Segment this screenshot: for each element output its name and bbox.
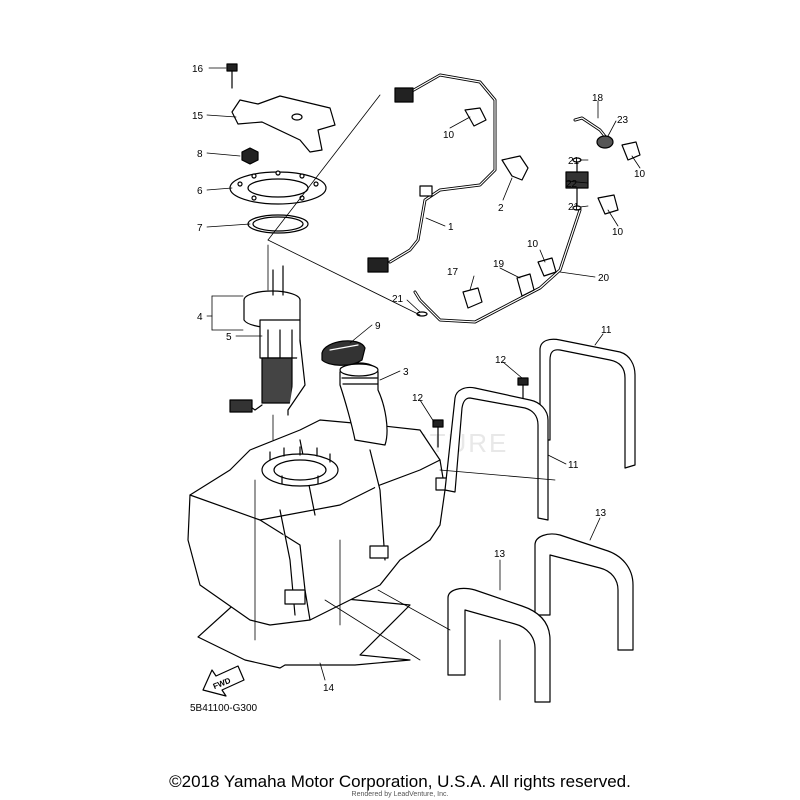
callout-12-b[interactable]: 12 — [412, 393, 424, 404]
part-10-clip-a[interactable] — [464, 107, 487, 127]
callout-23[interactable]: 23 — [617, 115, 629, 126]
part-1-fuel-hose[interactable] — [367, 73, 497, 273]
renderer-note: Rendered by LeadVenture, Inc. — [351, 791, 449, 798]
fwd-arrow-icon — [202, 665, 245, 697]
part-22-filter[interactable] — [565, 161, 589, 207]
part-18-hose[interactable] — [573, 116, 610, 142]
callout-21-c[interactable]: 21 — [392, 294, 404, 305]
callout-19[interactable]: 19 — [493, 259, 505, 270]
part-10-clip-c[interactable] — [597, 194, 619, 215]
callout-11-a[interactable]: 11 — [601, 325, 612, 336]
part-23-cap[interactable] — [596, 135, 614, 149]
callout-8[interactable]: 8 — [197, 149, 203, 160]
callout-labels: 16 15 8 6 7 4 5 9 3 1 10 2 18 23 21 22 2… — [192, 64, 646, 694]
callout-12-a[interactable]: 12 — [495, 355, 507, 366]
callout-10-a[interactable]: 10 — [443, 130, 455, 141]
part-15-bracket[interactable] — [231, 95, 336, 153]
callout-17[interactable]: 17 — [447, 267, 459, 278]
part-21-clamp-c[interactable] — [416, 311, 428, 317]
callout-15[interactable]: 15 — [192, 111, 204, 122]
callout-7[interactable]: 7 — [197, 223, 203, 234]
fuel-tank[interactable] — [187, 419, 449, 626]
part-10-clip-d[interactable] — [537, 257, 557, 277]
callout-18[interactable]: 18 — [592, 93, 604, 104]
part-11-strap-upper[interactable] — [539, 338, 636, 469]
callout-14[interactable]: 14 — [323, 683, 335, 694]
part-3-filler-neck[interactable] — [339, 362, 388, 446]
callout-10-b[interactable]: 10 — [634, 169, 646, 180]
callout-20[interactable]: 20 — [598, 273, 610, 284]
part-16-bolt[interactable] — [226, 63, 238, 89]
part-13-guard-left[interactable] — [447, 587, 551, 703]
part-20-breather-hose[interactable] — [413, 208, 582, 324]
callout-3[interactable]: 3 — [403, 367, 409, 378]
diagram-code: 5B41100-G300 — [190, 703, 258, 714]
part-11-strap-lower[interactable] — [444, 386, 549, 521]
leader-lines — [206, 67, 641, 681]
callout-9[interactable]: 9 — [375, 321, 381, 332]
copyright-text: ©2018 Yamaha Motor Corporation, U.S.A. A… — [169, 772, 631, 791]
callout-21-a[interactable]: 21 — [568, 156, 580, 167]
callout-13-b[interactable]: 13 — [494, 549, 506, 560]
callout-16[interactable]: 16 — [192, 64, 204, 75]
assembly-lines — [254, 94, 556, 701]
callout-10-d[interactable]: 10 — [527, 239, 539, 250]
callout-22[interactable]: 22 — [566, 179, 578, 190]
callout-4[interactable]: 4 — [197, 312, 203, 323]
part-12-bolt-b[interactable] — [432, 419, 444, 448]
part-8-nut[interactable] — [241, 147, 259, 165]
part-9-fuel-cap[interactable] — [321, 340, 366, 366]
callout-5[interactable]: 5 — [226, 332, 232, 343]
part-10-clip-b[interactable] — [621, 141, 641, 161]
callout-2[interactable]: 2 — [498, 203, 504, 214]
callout-6[interactable]: 6 — [197, 186, 203, 197]
part-17-clip[interactable] — [462, 287, 483, 309]
part-7-gasket[interactable] — [247, 214, 309, 234]
callout-1[interactable]: 1 — [448, 222, 454, 233]
part-13-guard-right[interactable] — [534, 533, 634, 651]
part-4-fuel-pump-assembly[interactable] — [229, 265, 306, 416]
callout-10-c[interactable]: 10 — [612, 227, 624, 238]
part-2-clip[interactable] — [501, 155, 529, 181]
callout-13-a[interactable]: 13 — [595, 508, 607, 519]
part-19-clip[interactable] — [516, 273, 535, 297]
callout-11-b[interactable]: 11 — [568, 460, 579, 471]
part-21-clamp-b[interactable] — [572, 205, 582, 211]
part-6-pump-flange[interactable] — [229, 170, 327, 205]
callout-21-b[interactable]: 21 — [568, 202, 580, 213]
